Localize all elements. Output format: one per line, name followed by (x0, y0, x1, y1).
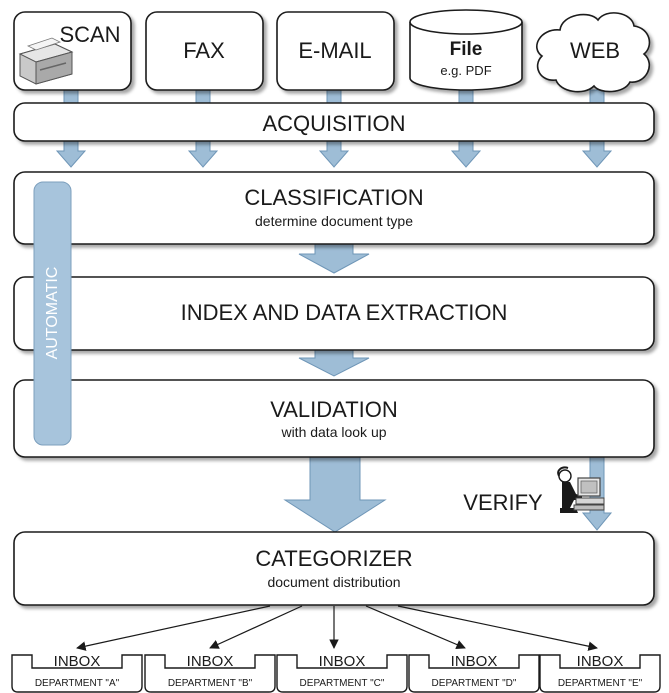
verify-operator: VERIFY (463, 466, 605, 515)
automatic-label: AUTOMATIC (44, 267, 61, 360)
validation-title: VALIDATION (270, 397, 398, 422)
acquisition-stage: ACQUISITION (13, 102, 655, 142)
operator-at-computer-icon (557, 466, 605, 513)
acquisition-label: ACQUISITION (262, 111, 405, 136)
inbox-a-department: DEPARTMENT "A" (35, 678, 120, 689)
distribution-arrows (76, 605, 598, 651)
validation-subtitle: with data look up (280, 424, 386, 440)
inbox-e-department: DEPARTMENT "E" (558, 678, 643, 689)
email-source: E-MAIL (276, 11, 395, 91)
arrow-fax-down (195, 89, 211, 104)
inbox-a-title: INBOX (54, 653, 101, 670)
arrow-to-inbox-d (365, 605, 466, 650)
fax-label: FAX (183, 38, 225, 63)
categorizer-title: CATEGORIZER (255, 546, 412, 571)
classification-title: CLASSIFICATION (244, 185, 423, 210)
scanner-icon (18, 37, 74, 85)
acquisition-arrows (55, 140, 613, 168)
cloud-icon (536, 12, 651, 93)
inbox-b-title: INBOX (187, 653, 234, 670)
classification-subtitle: determine document type (255, 213, 413, 229)
arrow-validation-to-categorizer (283, 456, 387, 533)
classification-stage: CLASSIFICATION determine document type (13, 171, 655, 245)
arrow-to-inbox-b (209, 605, 303, 649)
file-source: File e.g. PDF (409, 9, 523, 91)
database-icon (409, 9, 523, 91)
email-label: E-MAIL (298, 38, 371, 63)
inbox-c-department: DEPARTMENT "C" (300, 678, 385, 689)
arrow-scan-down (63, 89, 79, 104)
arrow-email-down (326, 89, 342, 104)
file-title: File (450, 39, 483, 60)
arrow-classification-to-extraction (298, 243, 370, 274)
inbox-b-department: DEPARTMENT "B" (168, 678, 253, 689)
arrow-acq-1 (55, 140, 87, 168)
validation-stage: VALIDATION with data look up (13, 379, 655, 458)
inbox-c: INBOX DEPARTMENT "C" (276, 653, 408, 693)
arrow-acq-2 (187, 140, 219, 168)
scan-source: SCAN (13, 11, 132, 91)
extraction-label: INDEX AND DATA EXTRACTION (181, 300, 508, 325)
web-label: WEB (570, 38, 620, 63)
automatic-bar: AUTOMATIC (33, 181, 72, 446)
arrow-file-down (458, 89, 474, 104)
arrow-acq-4 (450, 140, 482, 168)
web-source: WEB (536, 12, 651, 93)
arrow-acq-3 (318, 140, 350, 168)
inbox-a: INBOX DEPARTMENT "A" (11, 653, 143, 693)
arrow-extraction-to-validation (298, 349, 370, 377)
inbox-e-title: INBOX (577, 653, 624, 670)
inbox-d-title: INBOX (451, 653, 498, 670)
inbox-d-department: DEPARTMENT "D" (432, 678, 517, 689)
source-arrows (63, 89, 605, 104)
inbox-c-title: INBOX (319, 653, 366, 670)
inbox-d: INBOX DEPARTMENT "D" (408, 653, 540, 693)
arrow-to-inbox-a (76, 605, 271, 651)
inbox-e: INBOX DEPARTMENT "E" (539, 653, 661, 693)
verify-label: VERIFY (463, 490, 543, 515)
arrow-to-inbox-e (397, 605, 598, 651)
file-subtitle: e.g. PDF (440, 63, 491, 78)
extraction-stage: INDEX AND DATA EXTRACTION (13, 276, 655, 351)
scan-label: SCAN (59, 22, 120, 47)
arrow-web-down (589, 89, 605, 104)
inbox-b: INBOX DEPARTMENT "B" (144, 653, 276, 693)
categorizer-subtitle: document distribution (267, 574, 400, 590)
categorizer-stage: CATEGORIZER document distribution (13, 531, 655, 606)
arrow-acq-5 (581, 140, 613, 168)
fax-source: FAX (145, 11, 264, 91)
